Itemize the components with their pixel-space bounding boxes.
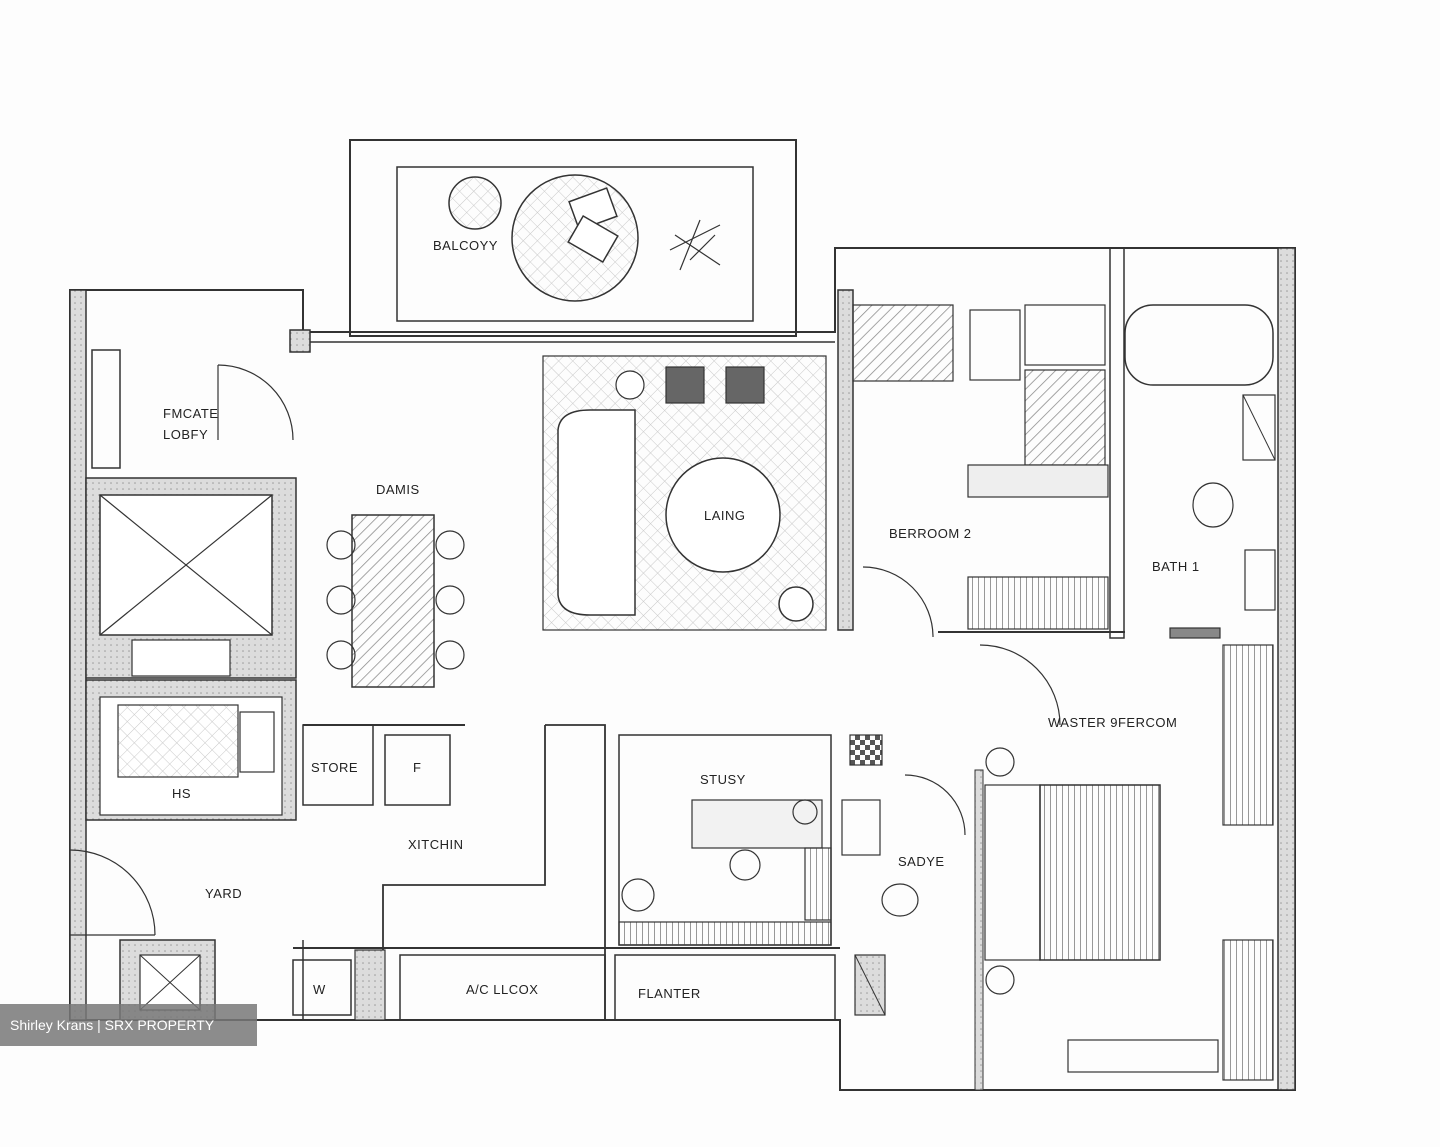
store-fridge	[302, 724, 465, 806]
bath-2	[841, 734, 966, 1016]
service-area	[292, 947, 840, 1021]
yard	[69, 849, 216, 1021]
label-study: STUSY	[700, 772, 746, 787]
label-bedroom-2: BERROOM 2	[889, 526, 972, 541]
lift-shaft	[85, 477, 297, 679]
hs-room	[85, 679, 297, 821]
label-yard: YARD	[205, 886, 242, 901]
balcony-area	[349, 139, 797, 337]
label-planter: FLANTER	[638, 986, 701, 1001]
living-area	[542, 355, 827, 631]
label-hs: HS	[172, 786, 191, 801]
label-private-lobby-1: FMCATE	[163, 406, 218, 421]
label-bath-2: SADYE	[898, 854, 945, 869]
label-kitchen: XITCHIN	[408, 837, 464, 852]
outer-walls	[69, 247, 1296, 1091]
label-master-bedroom: WASTER 9FERCOM	[1048, 715, 1177, 730]
study	[618, 734, 832, 946]
label-balcony: BALCOYY	[433, 238, 498, 253]
label-ac-ledge: A/C LLCOX	[466, 982, 538, 997]
label-washer: W	[313, 982, 326, 997]
watermark: Shirley Krans | SRX PROPERTY	[0, 1004, 257, 1046]
room-labels: BALCOYY FMCATE LOBFY DAMIS LAING BERROOM…	[163, 238, 1200, 1001]
bedroom-2	[852, 304, 1125, 638]
private-lobby	[91, 349, 294, 469]
label-living: LAING	[704, 508, 746, 523]
label-store: STORE	[311, 760, 358, 775]
label-bath-1: BATH 1	[1152, 559, 1200, 574]
label-fridge: F	[413, 760, 421, 775]
dining-area	[326, 514, 465, 688]
bath-1	[1124, 304, 1276, 639]
master-bedroom	[974, 644, 1274, 1091]
label-private-lobby-2: LOBFY	[163, 427, 208, 442]
label-dining: DAMIS	[376, 482, 420, 497]
